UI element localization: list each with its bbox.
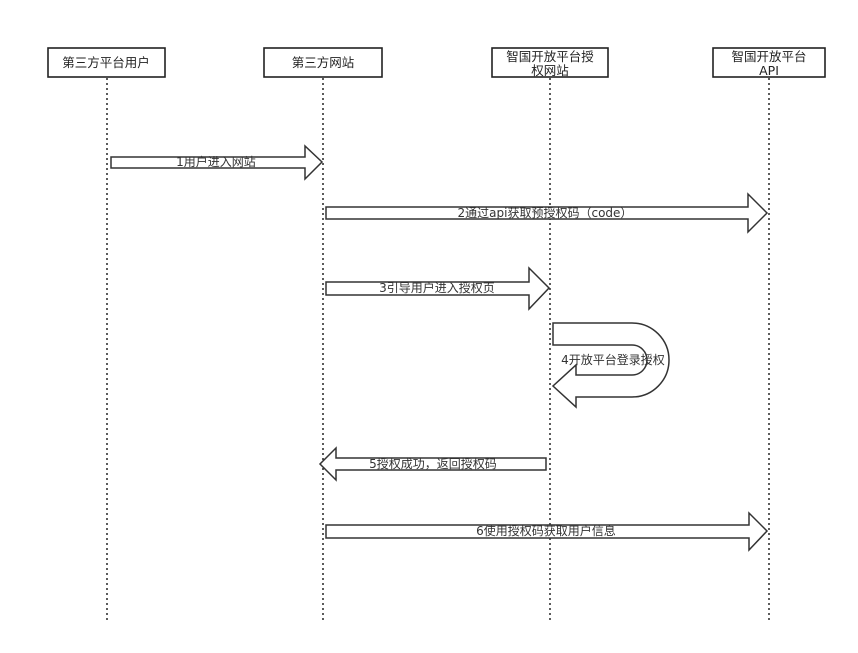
message-label: 2通过api获取预授权码（code） <box>458 205 633 220</box>
message-label: 6使用授权码获取用户信息 <box>476 523 616 538</box>
message-label: 5授权成功，返回授权码 <box>369 456 497 471</box>
message-5: 5授权成功，返回授权码 <box>318 446 547 482</box>
message-3: 3引导用户进入授权页 <box>325 266 551 311</box>
participant-api: 智国开放平台 API <box>712 47 826 78</box>
participant-label: 第三方平台用户 <box>62 55 150 70</box>
message-label: 4开放平台登录授权 <box>561 352 665 367</box>
message-4: 4开放平台登录授权 <box>551 322 670 409</box>
block-arrow-left <box>318 446 547 482</box>
participant-label-line1: 智国开放平台 <box>731 49 806 64</box>
participant-user: 第三方平台用户 <box>47 47 166 78</box>
block-arrow-right <box>110 144 324 181</box>
participant-label-line2: 权网站 <box>531 63 569 78</box>
block-arrow-right <box>325 266 551 311</box>
participant-third-party-site: 第三方网站 <box>263 47 383 78</box>
message-label: 1用户进入网站 <box>176 154 256 169</box>
message-2: 2通过api获取预授权码（code） <box>325 192 769 234</box>
message-6: 6使用授权码获取用户信息 <box>325 511 769 552</box>
block-arrow-right <box>325 192 769 234</box>
participant-label: 第三方网站 <box>292 55 355 70</box>
participant-auth-site: 智国开放平台授 权网站 <box>491 47 609 78</box>
participant-label-line1: 智国开放平台授 <box>506 49 594 64</box>
block-arrow-right <box>325 511 769 552</box>
u-turn-arrow <box>551 322 670 409</box>
message-label: 3引导用户进入授权页 <box>379 280 495 295</box>
participant-label-line2: API <box>759 63 779 78</box>
message-1: 1用户进入网站 <box>110 144 324 181</box>
